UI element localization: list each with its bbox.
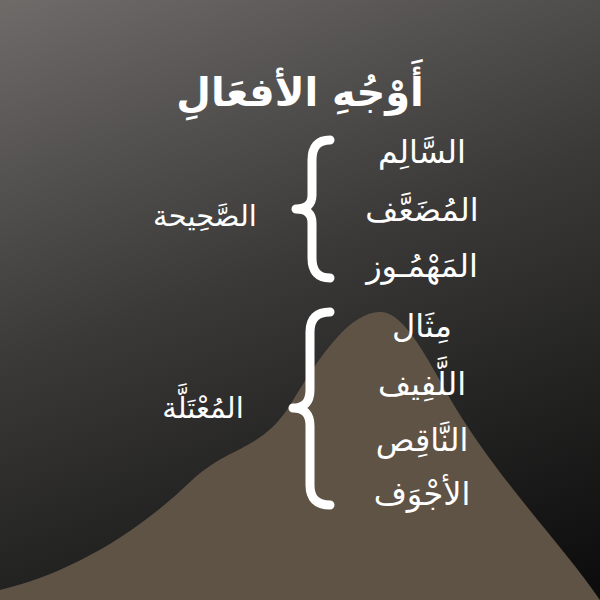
category-item: اللَّفِيف xyxy=(378,364,466,404)
diagram-title: أَوْجُهِ الأفعَالِ xyxy=(176,67,424,117)
group-label: الصَّحِيحة xyxy=(153,198,257,234)
category-item: المُضَعَّف xyxy=(365,190,478,230)
category-item: مِثَال xyxy=(392,306,452,346)
category-item: المَهْمُـوز xyxy=(366,246,478,286)
category-item: النَّاقِص xyxy=(376,420,469,460)
category-item: السَّالِم xyxy=(378,132,466,172)
curly-brace xyxy=(296,140,330,278)
mountain-shape xyxy=(0,312,600,600)
category-item: الأجْوَف xyxy=(374,474,471,514)
group-label: المُعْتَلَّة xyxy=(162,390,244,426)
curly-brace xyxy=(293,312,330,505)
